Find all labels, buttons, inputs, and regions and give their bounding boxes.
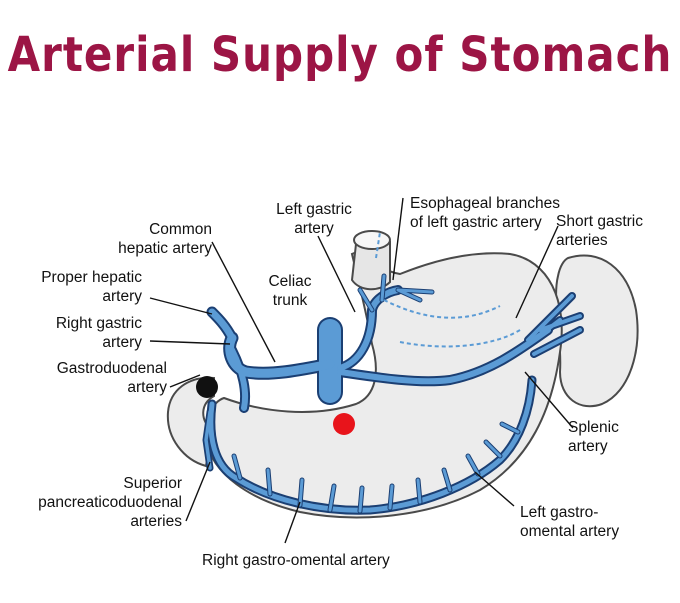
label-right-gastro-omental-artery: Right gastro-omental artery bbox=[202, 552, 390, 569]
esophagus-opening bbox=[353, 230, 391, 250]
label-short-gastric-arteries: Short gastric arteries bbox=[556, 213, 644, 249]
label-left-gastro-omental-artery: Left gastro-omental artery bbox=[520, 504, 620, 540]
label-common-hepatic-artery: Common hepatic artery bbox=[118, 221, 212, 257]
label-left-gastric-artery: Left gastric artery bbox=[276, 201, 352, 237]
short-gastric-arteries bbox=[518, 294, 582, 356]
common-hepatic-artery bbox=[225, 333, 335, 378]
black-marker bbox=[196, 376, 218, 398]
label-right-gastric-artery: Right gastric artery bbox=[55, 315, 142, 351]
page-title: Arterial Supply of Stomach bbox=[7, 26, 673, 83]
duodenum bbox=[166, 376, 215, 468]
superior-pancreaticoduodenal-arteries bbox=[204, 410, 212, 470]
esophagus bbox=[350, 240, 391, 291]
proper-hepatic-artery bbox=[208, 308, 236, 342]
label-proper-hepatic-artery: Proper hepatic artery bbox=[41, 269, 142, 305]
label-celiac-trunk: Celiac trunk bbox=[268, 273, 312, 309]
label-gastroduodenal-artery: Gastroduodenal artery bbox=[56, 360, 167, 396]
spleen bbox=[555, 254, 639, 408]
gastro-omental-arcade bbox=[208, 377, 535, 513]
red-marker bbox=[333, 413, 355, 435]
gastroduodenal-artery bbox=[229, 347, 248, 411]
label-esophageal-branches: Esophageal branches of left gastric arte… bbox=[410, 195, 560, 231]
label-splenic-artery: Splenic artery bbox=[568, 419, 619, 455]
leader-lines bbox=[149, 197, 574, 544]
label-superior-pancreaticoduodenal-arteries: Superior pancreaticoduodenal arteries bbox=[38, 475, 182, 530]
stomach bbox=[204, 248, 563, 519]
posterior-vessels bbox=[375, 231, 521, 348]
